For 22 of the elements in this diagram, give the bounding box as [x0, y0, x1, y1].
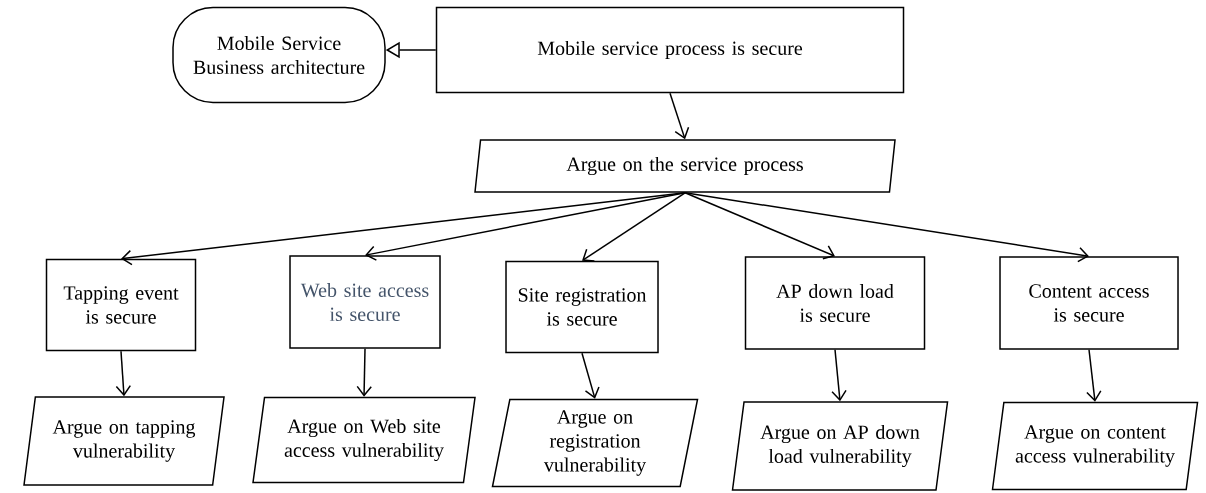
process-box: Site registration is secure: [505, 260, 659, 354]
data-parallelogram: Argue on registration vulnerability: [491, 398, 699, 488]
data-parallelogram: Argue on the service process: [474, 139, 896, 193]
arrow: [581, 352, 600, 399]
process-box: Content access is secure: [999, 256, 1179, 350]
arrow: [115, 350, 132, 397]
arrow: [669, 92, 690, 140]
process-box: Tapping event is secure: [45, 258, 197, 352]
data-parallelogram: Argue on AP down load vulnerability: [731, 401, 949, 491]
arrow: [831, 349, 847, 402]
process-box: Web site access is secure: [289, 255, 441, 349]
arrow: [684, 192, 1089, 263]
process-box: AP down load is secure: [744, 256, 926, 350]
arrow: [356, 348, 372, 397]
arrow: [365, 192, 686, 261]
data-parallelogram: Argue on tapping vulnerability: [23, 396, 225, 486]
arrow: [582, 192, 686, 262]
data-parallelogram: Argue on Web site access vulnerability: [252, 396, 476, 484]
arrow: [1086, 349, 1102, 402]
arrow: [684, 192, 835, 260]
data-parallelogram: Argue on content access vulnerability: [991, 401, 1199, 491]
process-box: Mobile service process is secure: [435, 6, 905, 94]
